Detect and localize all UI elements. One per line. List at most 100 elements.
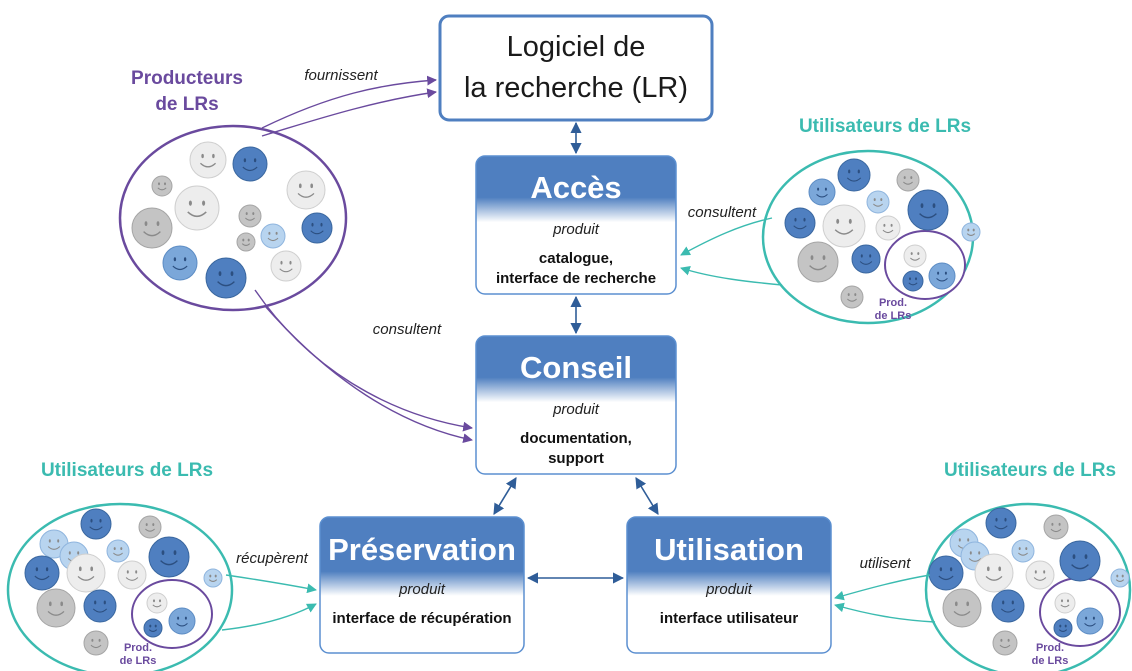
- acces-output-2: interface de recherche: [496, 270, 656, 287]
- arrow-consultent-prod-2: [264, 305, 473, 443]
- arrow-utilisent-1: [834, 574, 931, 601]
- smiley-face-icon: [203, 568, 223, 588]
- producteurs-group: Producteurs de LRs: [118, 68, 348, 312]
- smiley-face-icon: [1110, 568, 1130, 588]
- arrow-conseil-utilisation: [635, 477, 659, 515]
- preservation-produit: produit: [398, 581, 446, 598]
- label-consultent-prod: consultent: [373, 321, 442, 338]
- smiley-face-icon: [1076, 607, 1104, 635]
- smiley-face-icon: [83, 630, 109, 656]
- acces-output-1: catalogue,: [539, 250, 613, 267]
- smiley-face-icon: [1025, 560, 1055, 590]
- users-right-title: Utilisateurs de LRs: [799, 116, 971, 137]
- smiley-face-icon: [942, 588, 982, 628]
- smiley-face-icon: [301, 212, 333, 244]
- producteurs-title-1: Producteurs: [131, 68, 243, 89]
- smiley-face-icon: [205, 257, 247, 299]
- smiley-face-icon: [808, 178, 836, 206]
- smiley-face-icon: [840, 285, 864, 309]
- smiley-face-icon: [1043, 514, 1069, 540]
- smiley-face-icon: [822, 204, 866, 248]
- smiley-face-icon: [168, 607, 196, 635]
- arrow-consultent-users-1: [680, 217, 773, 256]
- smiley-face-icon: [784, 207, 816, 239]
- smiley-face-icon: [866, 190, 890, 214]
- smiley-face-icon: [1011, 539, 1035, 563]
- lr-box: Logiciel de la recherche (LR): [438, 14, 714, 122]
- smiley-face-icon: [896, 168, 920, 192]
- preservation-title: Préservation: [328, 532, 516, 567]
- utilisation-title: Utilisation: [654, 532, 804, 567]
- smiley-face-icon: [961, 222, 981, 242]
- smiley-face-icon: [24, 555, 60, 591]
- acces-box: Accès produit catalogue, interface de re…: [475, 155, 677, 295]
- smiley-face-icon: [174, 185, 220, 231]
- arrow-utilisent-2: [834, 602, 936, 623]
- smiley-face-icon: [875, 215, 901, 241]
- smiley-face-icon: [286, 170, 326, 210]
- arrow-recuperent-2: [221, 603, 317, 631]
- smiley-face-icon: [985, 507, 1017, 539]
- smiley-face-icon: [106, 539, 130, 563]
- arrow-consultent-users-2: [680, 266, 783, 286]
- smiley-face-icon: [143, 618, 163, 638]
- utilisation-box: Utilisation produit interface utilisateu…: [626, 516, 832, 654]
- smiley-face-icon: [148, 536, 190, 578]
- smiley-face-icon: [270, 250, 302, 282]
- smiley-face-icon: [1054, 592, 1076, 614]
- conseil-produit: produit: [552, 401, 600, 418]
- smiley-face-icon: [1053, 618, 1073, 638]
- smiley-face-icon: [146, 592, 168, 614]
- smiley-face-icon: [66, 553, 106, 593]
- smiley-face-icon: [162, 245, 198, 281]
- lr-box-line2: la recherche (LR): [464, 72, 688, 104]
- preservation-box: Préservation produit interface de récupé…: [319, 516, 525, 654]
- users-left-title: Utilisateurs de LRs: [41, 460, 213, 481]
- smiley-face-icon: [236, 232, 256, 252]
- smiley-face-icon: [837, 158, 871, 192]
- conseil-box: Conseil produit documentation, support: [475, 335, 677, 475]
- smiley-face-icon: [992, 630, 1018, 656]
- smiley-face-icon: [151, 175, 173, 197]
- smiley-face-icon: [991, 589, 1025, 623]
- users-right-arrows: consultent: [680, 204, 783, 286]
- arrow-consultent-prod-1: [254, 289, 473, 432]
- arrow-conseil-preservation: [493, 477, 517, 515]
- conseil-output-1: documentation,: [520, 430, 632, 447]
- users-bottom-right-group: Utilisateurs de LRs Prod. de LRs: [924, 460, 1132, 671]
- users-right-prod-label-1: Prod.: [879, 297, 907, 309]
- smiley-face-icon: [80, 508, 112, 540]
- label-fournissent: fournissent: [304, 67, 378, 84]
- users-right-prod-ellipse: [884, 230, 966, 300]
- smiley-face-icon: [189, 141, 227, 179]
- users-right-prod-label-2: de LRs: [875, 310, 912, 322]
- users-left-prod-label-1: Prod.: [124, 642, 152, 654]
- producteurs-title-2: de LRs: [155, 94, 218, 115]
- arrow-fournissent-2: [261, 88, 437, 137]
- smiley-face-icon: [928, 555, 964, 591]
- users-right-group: Utilisateurs de LRs Prod. de LRs: [761, 116, 981, 325]
- label-recuperent: récupèrent: [236, 550, 309, 567]
- smiley-face-icon: [797, 241, 839, 283]
- smiley-face-icon: [1059, 540, 1101, 582]
- arrow-recuperent-1: [225, 574, 317, 594]
- smiley-face-icon: [851, 244, 881, 274]
- smiley-face-icon: [36, 588, 76, 628]
- users-bottom-right-prod-label-2: de LRs: [1032, 655, 1069, 667]
- users-bottom-right-prod-label-1: Prod.: [1036, 642, 1064, 654]
- smiley-face-icon: [238, 204, 262, 228]
- lr-box-line1: Logiciel de: [507, 31, 646, 63]
- smiley-face-icon: [232, 146, 268, 182]
- label-utilisent: utilisent: [860, 555, 912, 572]
- arrow-fournissent-1: [261, 75, 437, 129]
- smiley-face-icon: [83, 589, 117, 623]
- smiley-face-icon: [903, 244, 927, 268]
- conseil-output-2: support: [548, 450, 604, 467]
- acces-produit: produit: [552, 221, 600, 238]
- producteurs-arrows: fournissent consultent: [254, 67, 473, 443]
- users-left-arrows: récupèrent: [221, 550, 317, 631]
- smiley-face-icon: [907, 189, 949, 231]
- box-connectors: [493, 121, 659, 584]
- smiley-face-icon: [260, 223, 286, 249]
